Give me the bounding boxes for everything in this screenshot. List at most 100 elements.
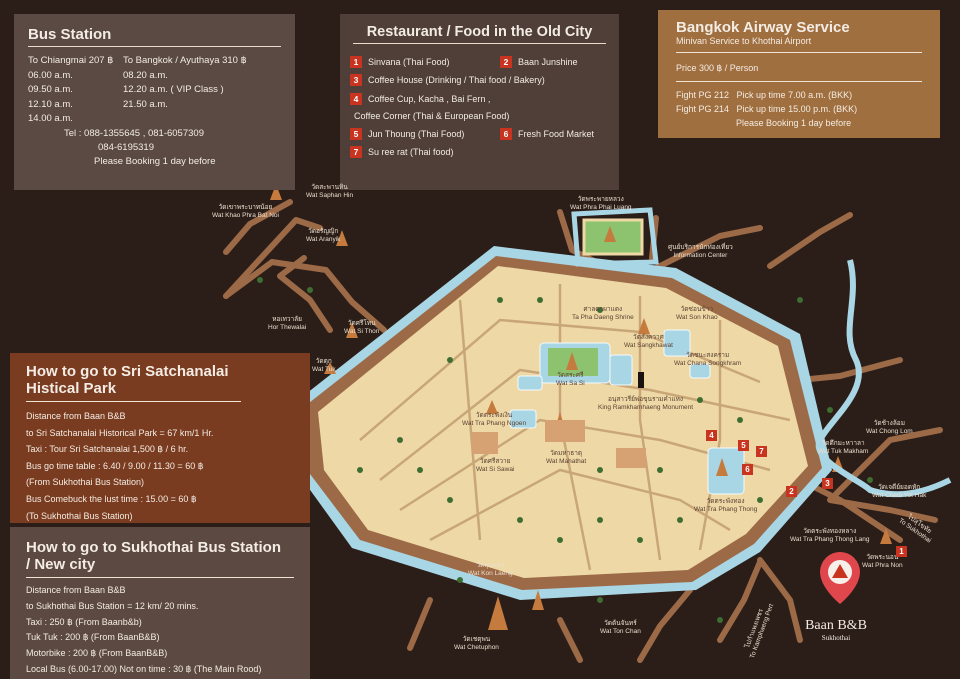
map-marker-5: 5 — [738, 440, 749, 451]
label-thai: วัดศรีสวาย — [479, 458, 511, 465]
title-line: How to go to Sri Satchanalai — [26, 363, 229, 380]
label-en: Wat Chedi Yot Hak — [872, 492, 927, 499]
info-line: (To Sukhothai Bus Station) — [26, 510, 133, 521]
label-thai: วัดเชตุพน — [462, 636, 491, 643]
food-name: Coffee Cup, Kacha , Bai Fern , — [368, 94, 491, 104]
airway-price: Price 300 ฿ / Person — [676, 61, 922, 82]
label-thai: วัดต้นจันทร์ — [604, 620, 637, 627]
bus-time: 21.50 a.m. — [123, 98, 168, 110]
brand-name: Baan B&B — [805, 618, 867, 633]
monument-statue — [638, 372, 644, 388]
bus-time-row: 06.00 a.m.08.20 a.m. — [28, 69, 281, 84]
label-en: Wat Ton Chan — [600, 628, 641, 635]
restaurant-title: Restaurant / Food in the Old City — [353, 24, 606, 44]
bus-time-row: 14.00 a.m. — [28, 112, 281, 127]
info-line: Distance from Baan B&B — [26, 411, 126, 421]
label-thai: วัดตุก — [315, 358, 332, 365]
map-marker-3: 3 — [822, 478, 833, 489]
info-line: Tuk Tuk : 200 ฿ (From BaanB&B) — [26, 632, 160, 643]
bus-time-row: 09.50 a.m.12.20 a.m. ( VIP Class ) — [28, 83, 281, 98]
label-thai: วัดตระพังทอง — [706, 498, 745, 505]
moat-outside — [571, 207, 659, 267]
label-en: Wat Saphan Hin — [306, 192, 354, 199]
map-label: วัดมหาธาตุWat Mahathat — [546, 450, 586, 466]
map-marker-4: 4 — [706, 430, 717, 441]
pickup-time: Pick up time 7.00 a.m. (BKK) — [736, 90, 853, 100]
info-line: Bus go time table : 6.40 / 9.00 / 11.30 … — [26, 460, 204, 471]
bus-station-panel: Bus Station To Chiangmai 207 ฿To Bangkok… — [14, 14, 295, 190]
label-en: Wat Tra Phang Ngoen — [462, 420, 527, 427]
food-name: Coffee House (Drinking / Thai food / Bak… — [368, 75, 545, 85]
label-en: Wat Si Thon — [344, 328, 380, 335]
marker-badge: 3 — [350, 74, 362, 86]
flight-number: Fight PG 212 — [676, 90, 730, 100]
airway-booking-note: Please Booking 1 day before — [736, 118, 852, 128]
label-en: Information Center — [673, 252, 728, 259]
marker-badge: 2 — [500, 56, 512, 68]
label-thai: วัดสะพานหิน — [311, 184, 348, 191]
label-en: Wat Mahathat — [546, 458, 587, 465]
map-marker-1: 1 — [896, 546, 907, 557]
food-name: Sinvana (Thai Food) — [368, 57, 450, 67]
food-item: 4 Coffee Cup, Kacha , Bai Fern , — [350, 93, 490, 105]
marker-badge: 5 — [350, 128, 362, 140]
label-thai: วัดตระพังทองหลาง — [803, 528, 857, 535]
label-thai: วัดพระนอน — [866, 554, 899, 561]
bus-phone: Tel : 088-1355645 , 081-6057309 — [64, 127, 204, 139]
info-line: to Sri Satchanalai Historical Park = 67 … — [26, 427, 214, 438]
label-thai: วัดกุนแลง — [476, 562, 505, 569]
label-en: Wat Phra Non — [862, 562, 903, 569]
label-thai: วัดมหาธาตุ — [550, 450, 583, 457]
new-city-title: How to go to Sukhothai Bus Station/ New … — [26, 539, 294, 578]
label-thai: วัดซ่อนข้าว — [680, 306, 714, 313]
label-thai: ศาลตาผาแดง — [583, 306, 623, 313]
food-item: 2 Baan Junshine — [500, 56, 578, 68]
label-thai: วัดตึกมะหาาลา — [821, 440, 865, 447]
brand-logo: Baan B&B Sukhothai — [786, 618, 886, 642]
map-marker-6: 6 — [742, 464, 753, 475]
label-thai: วัดชนะสงคราม — [686, 352, 730, 359]
marker-badge: 6 — [500, 128, 512, 140]
label-en: Wat Sangkhawat — [624, 342, 673, 349]
info-line: to Sukhothai Bus Station = 12 km/ 20 min… — [26, 600, 199, 611]
pickup-time: Pick up time 15.00 p.m. (BKK) — [736, 104, 858, 114]
marker-badge: 7 — [350, 146, 362, 158]
bus-time: 12.10 a.m. — [28, 98, 73, 110]
bus-booking-note: Please Booking 1 day before — [94, 155, 216, 167]
bus-header-row: To Chiangmai 207 ฿To Bangkok / Ayuthaya … — [28, 54, 281, 69]
food-name: Baan Junshine — [518, 57, 578, 67]
title-line: / New city — [26, 556, 96, 573]
new-city-panel: How to go to Sukhothai Bus Station/ New … — [10, 527, 310, 679]
map-label: วัดต้นจันทร์Wat Ton Chan — [600, 620, 641, 636]
label-en: Wat Tra Phang Thong — [694, 506, 758, 513]
map-marker-2: 2 — [786, 486, 797, 497]
label-thai: วัดสังควาศ — [633, 334, 664, 341]
title-line: How to go to Sukhothai Bus Station — [26, 539, 281, 556]
label-en: Wat Tra Phang Thong Lang — [790, 536, 870, 543]
location-pin-icon — [820, 552, 860, 604]
marker-badge: 4 — [350, 93, 362, 105]
info-line: Distance from Baan B&B — [26, 585, 126, 595]
label-thai: วัดช้างล้อม — [873, 420, 905, 427]
label-thai: วัดศรีโทน — [347, 320, 376, 327]
